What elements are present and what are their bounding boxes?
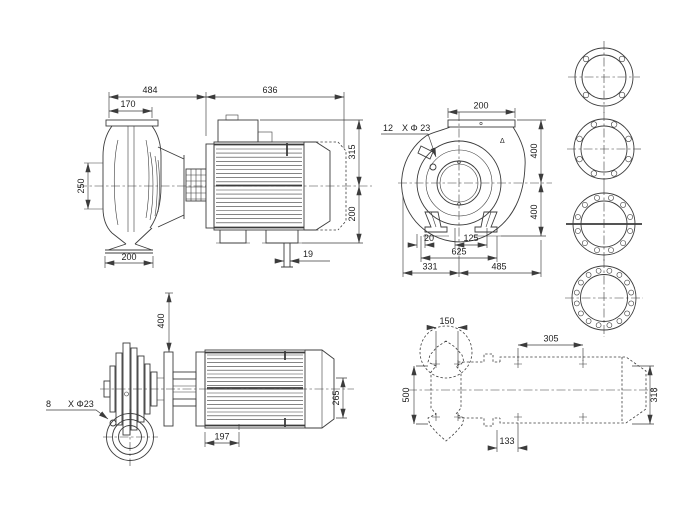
motor-feet bbox=[219, 230, 299, 244]
flange-bolt-hole bbox=[429, 163, 437, 171]
dim-label-318: 318 bbox=[649, 387, 659, 402]
dim-label-150: 150 bbox=[439, 316, 454, 326]
dim-label-200-height: 200 bbox=[347, 206, 357, 221]
motor-side bbox=[213, 114, 347, 268]
dim-label-305: 305 bbox=[543, 334, 558, 344]
dim-label-197: 197 bbox=[214, 432, 229, 442]
fan-cover bbox=[304, 141, 331, 231]
flange-view-1 bbox=[568, 41, 640, 113]
side-view-dimensions: 484 170 636 250 200 315 200 19 bbox=[76, 85, 363, 268]
dim-label-485: 485 bbox=[491, 262, 506, 272]
dim-label-200-flange: 200 bbox=[473, 101, 488, 111]
bolt-note-leader bbox=[46, 409, 109, 420]
volute-casing bbox=[401, 119, 526, 243]
vent-marker: Δ bbox=[500, 138, 505, 145]
bracket-top bbox=[157, 351, 206, 427]
motor-footprint-outline bbox=[499, 356, 647, 424]
foot-bolt bbox=[281, 243, 293, 268]
end-view-dimensions: 200 400 400 20 125 625 331 485 bbox=[402, 101, 546, 277]
bolt-note-leader bbox=[381, 133, 437, 158]
dim-label-133: 133 bbox=[499, 436, 514, 446]
dim-label-400-bottom: 400 bbox=[529, 204, 539, 219]
dim-label-19: 19 bbox=[303, 249, 313, 259]
dim-label-331: 331 bbox=[422, 262, 437, 272]
dim-label-200-suction: 200 bbox=[121, 252, 136, 262]
dim-label-400-top: 400 bbox=[529, 143, 539, 158]
dim-label-484: 484 bbox=[142, 85, 157, 95]
dim-label-20: 20 bbox=[424, 233, 434, 243]
pump-volute-top bbox=[103, 342, 158, 436]
volute-footprint-circle bbox=[419, 325, 473, 379]
end-view-centerlines bbox=[398, 112, 552, 256]
dim-label-500: 500 bbox=[401, 387, 411, 402]
dim-label-636: 636 bbox=[262, 85, 277, 95]
footprint-dimensions: 150 305 500 318 133 bbox=[401, 316, 659, 452]
top-view-dimensions: 400 197 265 bbox=[156, 292, 347, 447]
side-view: 484 170 636 250 200 315 200 19 bbox=[76, 85, 372, 268]
dim-label-250: 250 bbox=[76, 178, 86, 193]
flange-view-2 bbox=[567, 112, 641, 186]
fan-cover-top bbox=[305, 349, 335, 429]
flange-view-4 bbox=[565, 259, 643, 337]
motor-top bbox=[204, 349, 335, 430]
discharge-flange bbox=[447, 119, 516, 128]
footprint-view: 150 305 500 318 133 bbox=[401, 316, 659, 452]
dim-label-315: 315 bbox=[347, 144, 357, 159]
suction-flange-top bbox=[103, 409, 158, 466]
mounting-holes bbox=[432, 360, 587, 421]
terminal-box bbox=[217, 119, 259, 143]
dim-label-265: 265 bbox=[331, 390, 341, 405]
bearing-bracket bbox=[157, 143, 215, 229]
dim-label-125: 125 bbox=[463, 233, 478, 243]
flange-bolt-hole bbox=[109, 419, 117, 427]
dim-label-170: 170 bbox=[120, 99, 135, 109]
pump-volute-side bbox=[84, 119, 162, 254]
pump-footprint-outline bbox=[427, 340, 465, 442]
dim-label-625: 625 bbox=[451, 247, 466, 257]
extended-motor-outline bbox=[316, 141, 347, 231]
dim-label-400: 400 bbox=[156, 313, 166, 328]
casing-lug bbox=[417, 145, 434, 160]
